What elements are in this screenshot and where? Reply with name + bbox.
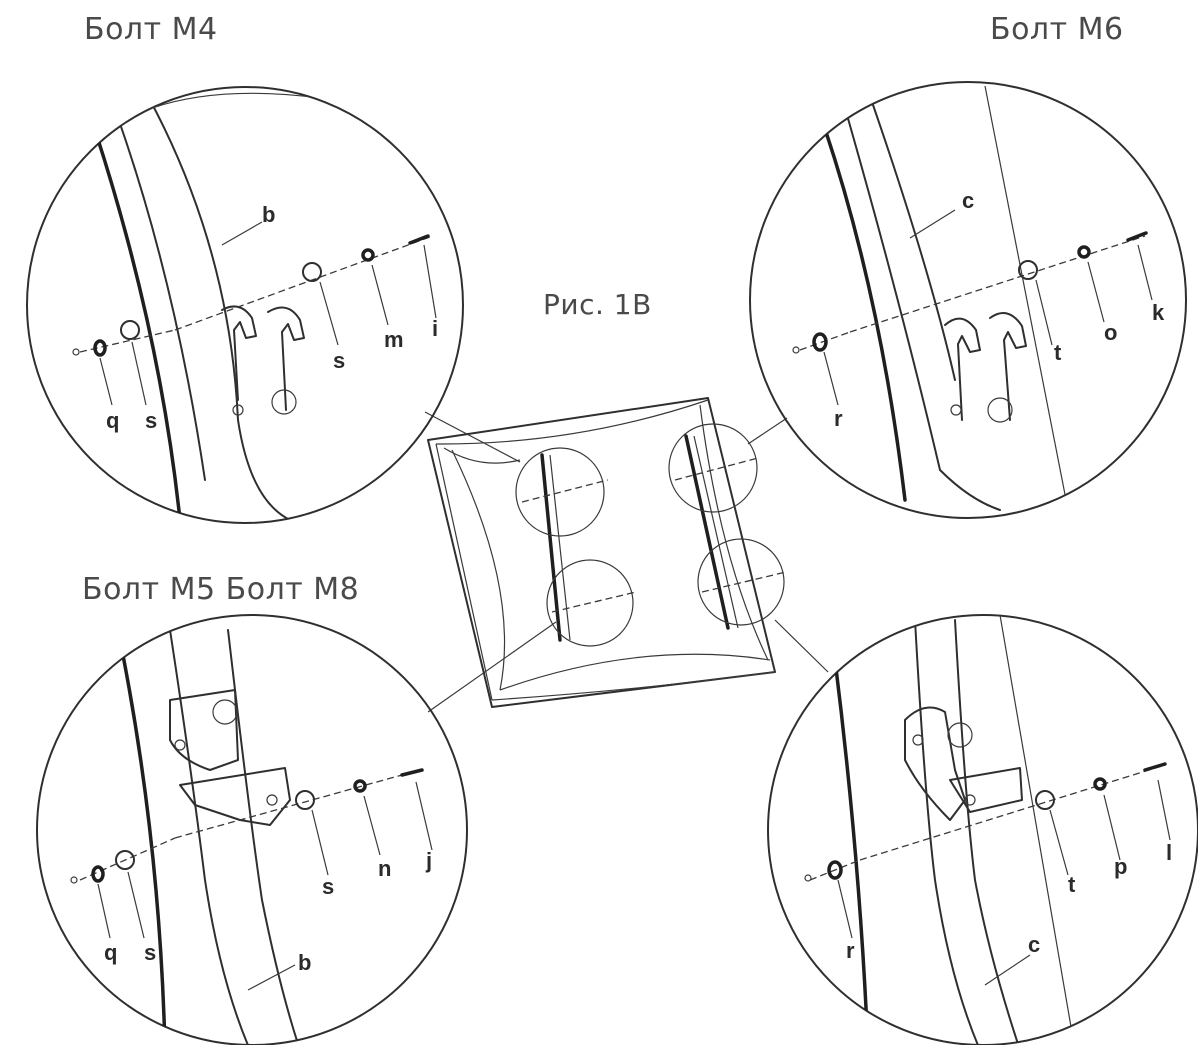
figure-caption: Рис. 1B [543,288,652,321]
leader-lines [424,411,829,713]
detail-top-left: b s m i q s [26,86,464,524]
caption-bolt-m4: Болт M4 [84,12,218,47]
part-label-q: q [106,408,119,433]
caption-bolt-m6: Болт M6 [990,12,1124,47]
part-label-c: c [962,188,974,213]
part-label-r: r [846,938,855,963]
mini-circle-top-left [515,447,605,537]
part-label-s-left: s [145,408,157,433]
part-label-b: b [262,202,275,227]
part-label-n: n [378,856,391,881]
mini-circle-bottom-left [546,559,634,647]
detail-bottom-right: t p l r c [767,614,1198,1045]
part-label-k: k [1152,300,1165,325]
part-label-s-left: s [144,940,156,965]
part-label-r: r [834,406,843,431]
part-label-o: o [1104,320,1117,345]
part-label-j: j [425,848,432,873]
part-label-l: l [1166,840,1172,865]
part-label-b: b [298,950,311,975]
part-label-p: p [1114,854,1127,879]
part-label-s: s [322,874,334,899]
detail-top-right: c t o k r [749,81,1187,519]
part-label-q: q [104,940,117,965]
part-label-m: m [384,327,404,352]
part-label-i: i [432,316,438,341]
mini-circle-bottom-right [697,538,785,626]
part-label-t: t [1054,340,1062,365]
detail-bottom-left: s n j q s b [36,614,468,1045]
part-label-c: c [1028,932,1040,957]
mini-circle-top-right [668,423,758,513]
caption-bolt-m5-m8: Болт M5 Болт M8 [82,572,360,607]
part-label-t: t [1068,872,1076,897]
part-label-s: s [333,348,345,373]
tv-panel [427,397,787,708]
